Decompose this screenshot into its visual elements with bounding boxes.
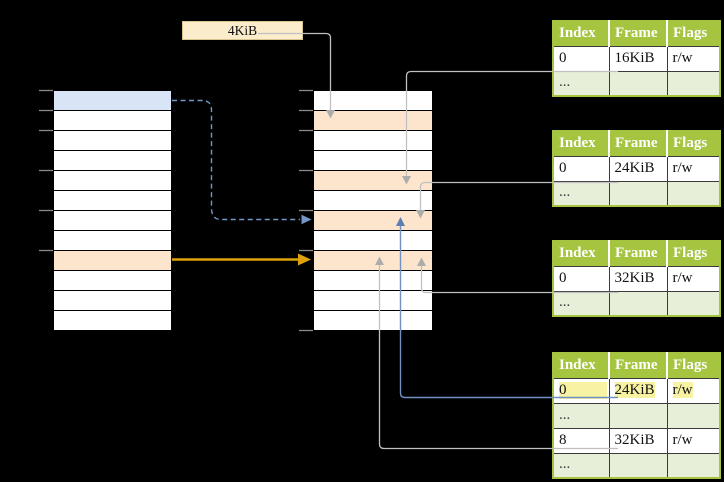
cell-flags: r/w <box>666 377 721 404</box>
column-header-index: Index <box>553 241 610 266</box>
memory-row <box>314 91 432 111</box>
cell-frame <box>608 290 668 317</box>
memory-row <box>54 151 171 171</box>
cell-index: ... <box>552 70 610 97</box>
table-row: ... <box>552 452 721 479</box>
cell-frame: 32KiB <box>608 265 668 292</box>
memory-row-orange <box>314 251 432 271</box>
cell-index: 8 <box>552 427 610 454</box>
cell-frame: 16KiB <box>608 45 668 72</box>
highlighted-value: 0 <box>559 381 607 399</box>
column-header-flags: Flags <box>667 241 720 266</box>
cell-flags: r/w <box>666 265 721 292</box>
table-row: ... <box>552 290 721 317</box>
memory-row <box>54 191 171 211</box>
column-header-index: Index <box>553 131 610 156</box>
column-header-flags: Flags <box>667 131 720 156</box>
memory-row <box>54 171 171 191</box>
arrow-right-icon <box>301 214 312 225</box>
mapping-arrow-orange <box>172 253 311 266</box>
cell-frame <box>608 70 668 97</box>
cell-frame <box>608 402 668 429</box>
cell-index: ... <box>552 452 610 479</box>
cell-flags <box>666 180 721 207</box>
cell-index: 0 <box>552 155 610 182</box>
table-row: ... <box>552 402 721 429</box>
cell-frame <box>608 180 668 207</box>
column-header-frame: Frame <box>609 241 668 266</box>
cell-flags <box>666 70 721 97</box>
memory-row-orange <box>314 171 432 191</box>
column-header-frame: Frame <box>609 353 668 378</box>
cell-flags: r/w <box>666 45 721 72</box>
cell-frame: 32KiB <box>608 427 668 454</box>
column-header-index: Index <box>553 353 610 378</box>
memory-row <box>54 111 171 131</box>
memory-row <box>54 291 171 311</box>
memory-row <box>314 231 432 251</box>
memory-row <box>54 211 171 231</box>
cell-flags <box>666 452 721 479</box>
memory-row <box>314 191 432 211</box>
cell-index: ... <box>552 402 610 429</box>
cell-flags <box>666 402 721 429</box>
table-row: ... <box>552 180 721 207</box>
column-header-frame: Frame <box>609 21 668 46</box>
column-header-flags: Flags <box>667 353 720 378</box>
cell-index: ... <box>552 180 610 207</box>
column-header-frame: Frame <box>609 131 668 156</box>
memory-row-orange <box>314 111 432 131</box>
highlighted-value: r/w <box>672 381 693 398</box>
table-row: 0 24KiB r/w <box>552 377 721 404</box>
memory-row <box>54 271 171 291</box>
table-row: ... <box>552 70 721 97</box>
cell-index: ... <box>552 290 610 317</box>
highlighted-value: 24KiB <box>614 381 655 398</box>
mapping-arrow-page0-dashed <box>172 99 312 225</box>
cell-index: 0 <box>552 377 610 404</box>
cell-index: 0 <box>552 45 610 72</box>
memory-row-orange <box>314 211 432 231</box>
cell-index: 0 <box>552 265 610 292</box>
memory-row <box>314 131 432 151</box>
memory-row <box>54 311 171 330</box>
cell-flags: r/w <box>666 427 721 454</box>
memory-row <box>314 291 432 311</box>
memory-row <box>314 311 432 330</box>
memory-row-orange <box>54 251 171 271</box>
cell-frame <box>608 452 668 479</box>
cell-frame: 24KiB <box>608 155 668 182</box>
virtual-memory-column <box>53 90 172 331</box>
memory-row <box>54 231 171 251</box>
virtual-memory-ticks <box>39 89 53 252</box>
memory-row <box>54 131 171 151</box>
memory-row <box>314 151 432 171</box>
page-size-label: 4KiB <box>182 21 303 40</box>
cell-flags <box>666 290 721 317</box>
memory-row <box>314 271 432 291</box>
memory-row-blue <box>54 91 171 111</box>
cell-flags: r/w <box>666 155 721 182</box>
column-header-flags: Flags <box>667 21 720 46</box>
cell-frame: 24KiB <box>608 377 668 404</box>
column-header-index: Index <box>553 21 610 46</box>
physical-memory-ticks <box>299 89 313 332</box>
arrow-right-icon <box>298 253 311 266</box>
physical-memory-column <box>313 90 433 331</box>
